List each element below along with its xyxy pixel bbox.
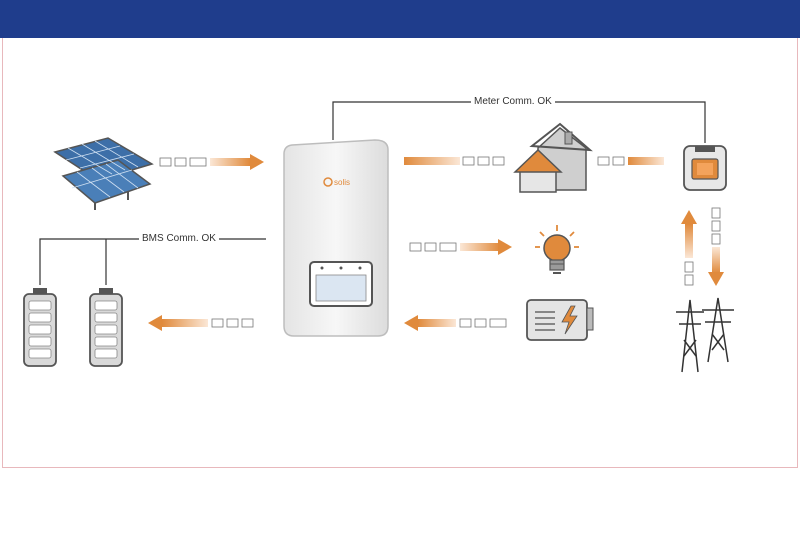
battery-icon (23, 288, 57, 367)
diagram-panel (2, 38, 798, 468)
grid-tower-icon (676, 297, 734, 373)
inverter-brand: solis (334, 178, 350, 187)
meter-comm-label: Meter Comm. OK (471, 96, 555, 108)
bms-comm-label: BMS Comm. OK (139, 233, 219, 245)
flow-arrow-grid-to-meter (681, 210, 697, 286)
flow-arrow-solar-to-inverter (159, 154, 264, 170)
bms-comm-line (39, 238, 266, 285)
house-icon (513, 122, 593, 193)
flow-arrow-meter-to-grid (708, 207, 724, 286)
battery-icon (89, 288, 123, 367)
inverter-icon: solis (283, 139, 389, 337)
flow-arrow-inverter-to-bulb (409, 239, 512, 255)
flow-arrow-inverter-to-house (404, 156, 505, 166)
generator-icon (526, 299, 594, 341)
meter-icon (683, 145, 727, 191)
meter-comm-line (332, 101, 706, 143)
flow-arrow-generator-to-inverter (404, 315, 507, 331)
flow-arrow-inverter-to-battery (148, 315, 254, 331)
light-bulb-icon (535, 225, 579, 274)
flow-arrow-meter-to-house (597, 156, 664, 166)
header-bar (0, 0, 800, 38)
solar-panel-icon (53, 137, 154, 210)
